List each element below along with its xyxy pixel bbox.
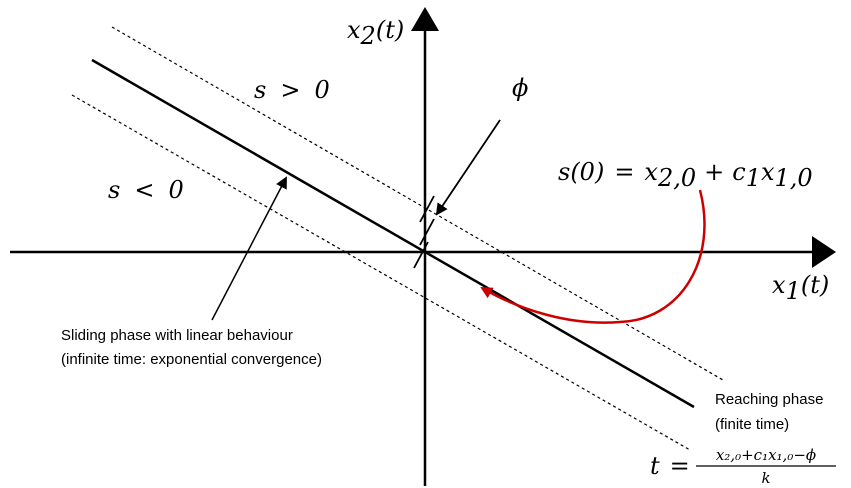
sliding-phase-note-line2: (infinite time: exponential convergence) [61,351,322,368]
reaching-phase-note-line2: (finite time) [715,416,789,433]
boundary-tick-lower [413,241,429,269]
initial-condition-equation: s(0)=x2,0+c1x1,0 [558,158,813,192]
phi-arrow [435,119,501,216]
x-axis-label: x1(t) [772,271,829,305]
y-axis-label: x2(t) [347,16,404,50]
sliding-phase-note-line1: Sliding phase with linear behaviour [61,327,293,344]
boundary-width-label: ϕ [512,74,528,102]
reaching-phase-note-line1: Reaching phase [715,391,823,408]
reaching-time-lhs: t= [650,452,690,480]
reaching-time-denominator: k [761,469,770,487]
x-axis-arrowhead [812,236,836,268]
boundary-tick-upper [419,195,435,223]
boundary-tick-center [419,218,435,246]
y-axis-arrowhead [411,7,439,31]
sliding-surface-line [91,58,695,409]
region-label-negative: s<0 [108,176,184,204]
reaching-trajectory [480,189,706,324]
region-label-positive: s>0 [254,76,330,104]
boundary-layer-lower [71,94,691,451]
sliding-phase-arrow [211,176,287,321]
reaching-time-numerator: x₂,₀+c₁x₁,₀−ϕ [716,446,816,464]
